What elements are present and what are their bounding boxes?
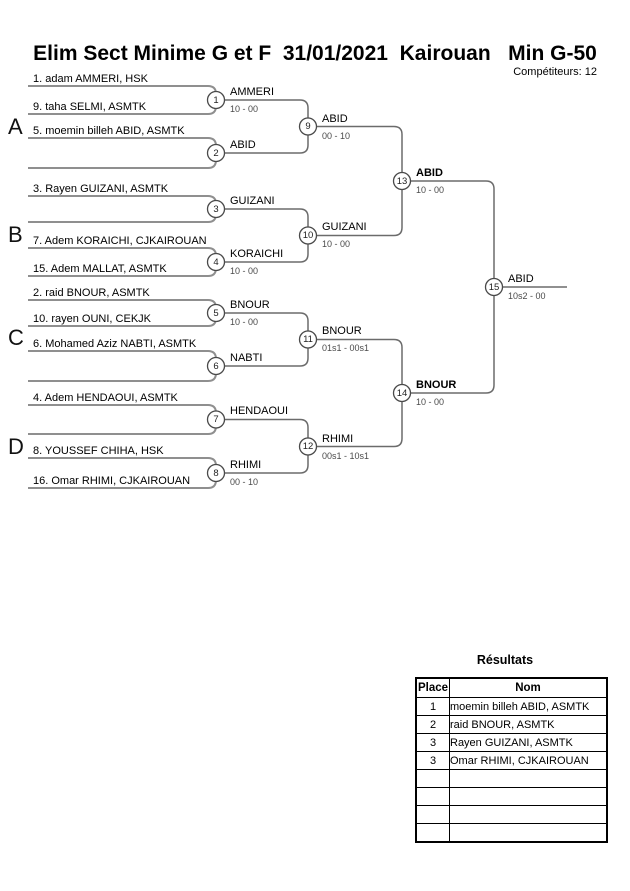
- entry-name: 7. Adem KORAICHI, CJKAIROUAN: [33, 235, 207, 247]
- result-row: [415, 769, 608, 788]
- match-number: 7: [213, 414, 219, 425]
- match-score: 10 - 00: [230, 317, 259, 327]
- match-number: 10: [302, 230, 314, 241]
- match-score: 10 - 00: [322, 239, 351, 249]
- winner-name: ABID: [416, 167, 443, 179]
- entry-name: 2. raid BNOUR, ASMTK: [33, 287, 150, 299]
- winner-name: BNOUR: [416, 379, 457, 391]
- result-place: 2: [415, 715, 450, 734]
- winner-name: ABID: [230, 139, 256, 151]
- result-name: Rayen GUIZANI, ASMTK: [449, 733, 608, 752]
- winner-name: RHIMI: [230, 459, 262, 471]
- match-number: 11: [303, 334, 313, 345]
- match-score: 10 - 00: [416, 397, 445, 407]
- section-label-a: A: [8, 114, 23, 139]
- match-number: 14: [396, 387, 408, 399]
- page-title: Elim Sect Minime G et F 31/01/2021 Kairo…: [33, 42, 597, 65]
- entry-name: 15. Adem MALLAT, ASMTK: [33, 263, 167, 275]
- result-place: 3: [415, 733, 450, 752]
- results-table: Place Nom 1 moemin billeh ABID, ASMTK 2 …: [415, 677, 608, 843]
- match-score: 00 - 10: [322, 131, 351, 141]
- result-row: [415, 805, 608, 824]
- winner-name: GUIZANI: [322, 221, 367, 233]
- match-number: 8: [213, 467, 219, 479]
- match-score: 00 - 10: [230, 477, 259, 487]
- match-number: 6: [213, 360, 219, 372]
- entry-name: 10. rayen OUNI, CEKJK: [33, 313, 151, 325]
- section-label-b: B: [8, 222, 23, 247]
- result-name: moemin billeh ABID, ASMTK: [449, 697, 608, 716]
- competitors-count: Compétiteurs: 12: [513, 66, 597, 78]
- match-number: 9: [305, 121, 311, 132]
- result-row: [415, 823, 608, 843]
- entry-name: 9. taha SELMI, ASMTK: [33, 101, 147, 113]
- winner-name: NABTI: [230, 352, 263, 364]
- match-score: 10s2 - 00: [508, 291, 546, 301]
- result-row: [415, 787, 608, 806]
- entry-name: 8. YOUSSEF CHIHA, HSK: [33, 445, 164, 457]
- match-number: 4: [213, 256, 219, 268]
- result-row: 1 moemin billeh ABID, ASMTK: [415, 697, 608, 716]
- entry-name: 1. adam AMMERI, HSK: [33, 73, 148, 85]
- match-number: 13: [396, 175, 408, 187]
- match-number: 3: [213, 203, 219, 215]
- match-score: 10 - 00: [230, 266, 259, 276]
- result-name: [449, 769, 608, 788]
- match-number: 1: [213, 94, 219, 106]
- result-place: [415, 805, 450, 824]
- match-number: 12: [302, 441, 314, 452]
- match-number: 5: [213, 307, 219, 319]
- results-header-row: Place Nom: [415, 677, 608, 698]
- result-place: [415, 823, 450, 843]
- results-title: Résultats: [476, 653, 534, 667]
- winner-name: GUIZANI: [230, 195, 275, 207]
- winner-name: ABID: [508, 273, 534, 285]
- result-place: 1: [415, 697, 450, 716]
- results-header-nom: Nom: [449, 677, 608, 698]
- results-header-place: Place: [415, 677, 450, 698]
- match-score: 00s1 - 10s1: [322, 451, 370, 461]
- result-place: 3: [415, 751, 450, 770]
- winner-name: KORAICHI: [230, 248, 284, 260]
- result-row: 3 Omar RHIMI, CJKAIROUAN: [415, 751, 608, 770]
- match-number: 15: [488, 281, 500, 293]
- result-name: [449, 823, 608, 843]
- result-name: [449, 787, 608, 806]
- winner-name: AMMERI: [230, 86, 274, 98]
- match-number: 2: [213, 147, 219, 159]
- result-place: [415, 769, 450, 788]
- section-label-d: D: [8, 434, 24, 459]
- match-score: 10 - 00: [416, 185, 445, 195]
- winner-name: BNOUR: [322, 325, 362, 337]
- winner-name: HENDAOUI: [230, 405, 289, 417]
- match-score: 01s1 - 00s1: [322, 343, 370, 353]
- winner-name: RHIMI: [322, 433, 354, 445]
- result-name: [449, 805, 608, 824]
- entry-name: 4. Adem HENDAOUI, ASMTK: [33, 392, 178, 404]
- entry-name: 6. Mohamed Aziz NABTI, ASMTK: [33, 338, 197, 350]
- result-place: [415, 787, 450, 806]
- result-name: raid BNOUR, ASMTK: [449, 715, 608, 734]
- result-name: Omar RHIMI, CJKAIROUAN: [449, 751, 608, 770]
- winner-name: BNOUR: [230, 299, 270, 311]
- winner-name: ABID: [322, 113, 348, 125]
- entry-name: 3. Rayen GUIZANI, ASMTK: [33, 183, 169, 195]
- result-row: 2 raid BNOUR, ASMTK: [415, 715, 608, 734]
- entry-name: 5. moemin billeh ABID, ASMTK: [33, 125, 185, 137]
- entry-name: 16. Omar RHIMI, CJKAIROUAN: [33, 475, 191, 487]
- section-label-c: C: [8, 325, 24, 350]
- match-score: 10 - 00: [230, 104, 259, 114]
- result-row: 3 Rayen GUIZANI, ASMTK: [415, 733, 608, 752]
